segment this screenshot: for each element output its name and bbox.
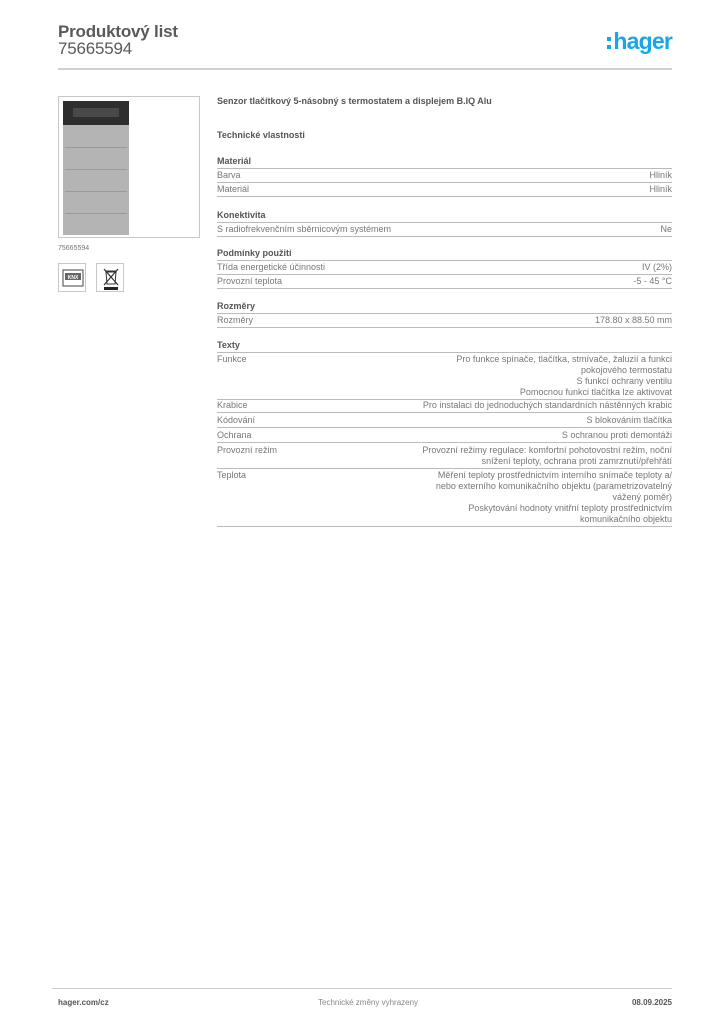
spec-value: S blokováním tlačítka bbox=[586, 415, 672, 425]
knx-icon: KNX bbox=[62, 269, 84, 287]
footer-divider bbox=[52, 988, 672, 989]
footer-website-link[interactable]: hager.com/cz bbox=[58, 998, 109, 1007]
group-title-dimensions: Rozměry bbox=[217, 301, 256, 311]
hager-logo[interactable]: hager bbox=[607, 28, 673, 55]
spec-value: Pro funkce spínače, tlačítka, stmívače, … bbox=[456, 354, 672, 397]
spec-value: 178.80 x 88.50 mm bbox=[594, 315, 672, 325]
spec-label: Kódování bbox=[217, 415, 256, 425]
header-divider bbox=[58, 68, 672, 70]
svg-text:KNX: KNX bbox=[68, 275, 79, 281]
weee-crossed-bin-icon bbox=[103, 268, 119, 290]
group-title-conditions: Podmínky použití bbox=[217, 248, 292, 258]
group-divider bbox=[217, 260, 672, 261]
spec-label: Materiál bbox=[217, 184, 250, 194]
image-caption: 75665594 bbox=[58, 245, 90, 252]
spec-row: Provozní režim Provozní režimy regulace:… bbox=[217, 445, 672, 469]
device-illustration bbox=[63, 101, 129, 235]
group-divider bbox=[217, 313, 672, 314]
spec-value: Hliník bbox=[649, 170, 672, 180]
product-code-heading: 75665594 bbox=[58, 39, 133, 58]
spec-value: Pro instalaci do jednoduchých standardní… bbox=[422, 400, 672, 410]
spec-label: Provozní teplota bbox=[217, 276, 283, 286]
logo-text: hager bbox=[613, 28, 672, 54]
spec-value: Měření teploty prostřednictvím interního… bbox=[435, 470, 672, 524]
spec-value: Hliník bbox=[649, 184, 672, 194]
spec-row: Krabice Pro instalaci do jednoduchých st… bbox=[217, 400, 672, 413]
spec-value: -5 - 45 °C bbox=[633, 276, 672, 286]
spec-row: Rozměry 178.80 x 88.50 mm bbox=[217, 315, 672, 328]
spec-row: Funkce Pro funkce spínače, tlačítka, stm… bbox=[217, 354, 672, 400]
device-display bbox=[63, 101, 129, 125]
spec-label: S radiofrekvenčním sběrnicovým systémem bbox=[217, 224, 392, 234]
group-title-material: Materiál bbox=[217, 156, 252, 166]
knx-badge: KNX bbox=[58, 263, 86, 292]
weee-badge bbox=[96, 263, 124, 292]
spec-label: Ochrana bbox=[217, 430, 252, 440]
spec-label: Třída energetické účinnosti bbox=[217, 262, 326, 272]
spec-label: Krabice bbox=[217, 400, 248, 410]
spec-label: Barva bbox=[217, 170, 241, 180]
spec-label: Funkce bbox=[217, 354, 247, 364]
spec-value: S ochranou proti demontáži bbox=[561, 430, 672, 440]
section-title: Technické vlastnosti bbox=[217, 130, 305, 140]
product-image bbox=[58, 96, 200, 238]
spec-value: IV (2%) bbox=[641, 262, 672, 272]
spec-row: S radiofrekvenčním sběrnicovým systémem … bbox=[217, 224, 672, 237]
footer-notice: Technické změny vyhrazeny bbox=[318, 998, 419, 1007]
spec-row: Třída energetické účinnosti IV (2%) bbox=[217, 262, 672, 275]
logo-colon-icon bbox=[607, 37, 612, 49]
page-header: Produktový list 75665594 hager bbox=[58, 20, 673, 70]
spec-value: Provozní režimy regulace: komfortní poho… bbox=[422, 445, 672, 466]
spec-row: Materiál Hliník bbox=[217, 184, 672, 197]
spec-row: Ochrana S ochranou proti demontáži bbox=[217, 430, 672, 443]
group-divider bbox=[217, 168, 672, 169]
group-title-connectivity: Konektivita bbox=[217, 210, 266, 220]
spec-row: Teplota Měření teploty prostřednictvím i… bbox=[217, 470, 672, 527]
spec-label: Teplota bbox=[217, 470, 247, 480]
spec-row: Provozní teplota -5 - 45 °C bbox=[217, 276, 672, 289]
group-title-texts: Texty bbox=[217, 340, 240, 350]
page-title: Produktový list bbox=[58, 22, 178, 41]
spec-label: Provozní režim bbox=[217, 445, 278, 455]
spec-value: Ne bbox=[660, 224, 672, 234]
footer-date: 08.09.2025 bbox=[631, 998, 672, 1007]
spec-row: Kódování S blokováním tlačítka bbox=[217, 415, 672, 428]
group-divider bbox=[217, 352, 672, 353]
product-name: Senzor tlačítkový 5-násobný s termostate… bbox=[217, 96, 492, 106]
spec-label: Rozměry bbox=[217, 315, 254, 325]
group-divider bbox=[217, 222, 672, 223]
spec-row: Barva Hliník bbox=[217, 170, 672, 183]
